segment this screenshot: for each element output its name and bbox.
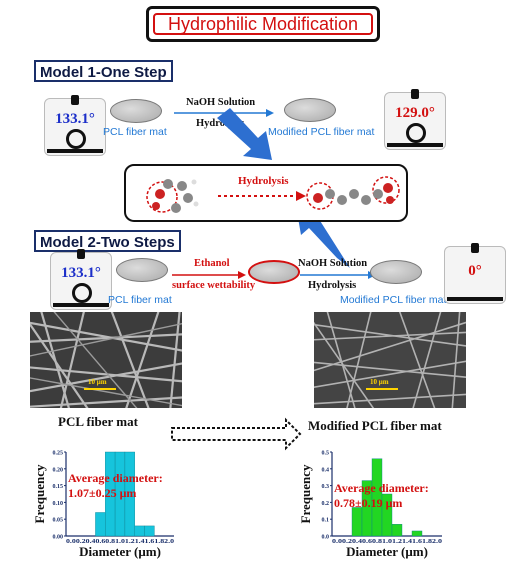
chart-annotation: Average diameter: bbox=[334, 481, 429, 495]
y-tick-label: 0.20 bbox=[53, 467, 64, 473]
y-axis-title: Frequency bbox=[32, 464, 47, 523]
wetted-mat-image bbox=[248, 260, 300, 284]
dotted-transfer-arrow bbox=[171, 417, 302, 451]
scale-bar bbox=[84, 388, 116, 390]
step2-arrow bbox=[300, 271, 376, 279]
histogram-bar bbox=[351, 507, 363, 537]
y-tick-label: 0.1 bbox=[322, 518, 330, 524]
step1-label-top: Ethanol bbox=[194, 258, 230, 269]
mat-label: Modified PCL fiber mat bbox=[340, 294, 447, 306]
contact-angle-value: 133.1° bbox=[55, 111, 95, 127]
y-tick-label: 0.15 bbox=[53, 484, 64, 490]
scale-bar bbox=[366, 388, 398, 390]
chart-annotation: Average diameter: bbox=[68, 471, 163, 485]
x-axis-title: Diameter (μm) bbox=[79, 544, 161, 559]
mat-label: PCL fiber mat bbox=[108, 294, 172, 306]
step1-arrow bbox=[172, 271, 246, 279]
scale-bar-label: 10 μm bbox=[88, 378, 107, 386]
y-tick-label: 0.10 bbox=[53, 501, 64, 507]
modified-mat-image bbox=[370, 260, 422, 284]
mat-label: Modified PCL fiber mat bbox=[268, 126, 375, 138]
y-tick-label: 0.05 bbox=[53, 518, 64, 524]
modified-mat-image bbox=[284, 98, 336, 122]
arrow-label-bottom: Hydrolysis bbox=[196, 118, 245, 129]
diameter-histogram-pcl: 0.00 0.05 0.10 0.15 0.20 0.25 0.00.20.40.60.81… bbox=[32, 451, 174, 559]
contact-angle-device-4: 0° bbox=[444, 243, 506, 304]
process-arrow bbox=[174, 109, 274, 117]
mechanism-box: Hydrolysis bbox=[124, 164, 408, 222]
sem-image-pcl: 10 μm bbox=[30, 312, 182, 408]
diameter-histogram-modified: 0.0 0.1 0.2 0.3 0.4 0.5 0.00.20.40.60.81.01.21… bbox=[298, 451, 442, 559]
step2-label-top: NaOH Solution bbox=[298, 258, 368, 269]
histogram-bar bbox=[411, 530, 423, 537]
y-tick-label: 0.2 bbox=[322, 501, 330, 507]
scale-bar-label: 10 μm bbox=[370, 378, 389, 386]
y-tick-label: 0.4 bbox=[322, 467, 330, 473]
histogram-bar bbox=[391, 524, 403, 537]
model2-heading: Model 2-Two Steps bbox=[34, 230, 181, 252]
contact-angle-device-3: 133.1° bbox=[50, 249, 112, 310]
y-axis-title: Frequency bbox=[298, 464, 313, 523]
contact-angle-value: 133.1° bbox=[61, 265, 101, 281]
y-tick-label: 0.00 bbox=[53, 535, 64, 541]
hydrolyzed-chain-molecule bbox=[306, 176, 400, 210]
step2-label-bottom: Hydrolysis bbox=[308, 280, 357, 291]
pcl-ring-molecule bbox=[146, 179, 199, 213]
x-axis-title: Diameter (μm) bbox=[346, 544, 428, 559]
sem-fibers bbox=[314, 312, 466, 408]
mechanism-label: Hydrolysis bbox=[238, 175, 289, 187]
y-tick-label: 0.5 bbox=[322, 451, 330, 457]
contact-angle-device-2: 129.0° bbox=[384, 89, 446, 150]
pcl-fiber-mat-image bbox=[116, 258, 168, 282]
figure-title: Hydrophilic Modification bbox=[153, 13, 373, 35]
sem-fibers bbox=[30, 312, 182, 408]
sem-caption: Modified PCL fiber mat bbox=[308, 418, 442, 433]
contact-angle-value: 0° bbox=[468, 263, 482, 279]
y-tick-label: 0.25 bbox=[53, 451, 64, 457]
chart-annotation: 1.07±0.25 μm bbox=[68, 486, 136, 500]
hydrolysis-scheme bbox=[146, 176, 400, 213]
histogram-bar bbox=[144, 525, 155, 537]
title-box: Hydrophilic Modification bbox=[146, 6, 380, 42]
pcl-fiber-mat-image bbox=[110, 99, 162, 123]
histogram-bar bbox=[95, 512, 106, 537]
contact-angle-device-1: 133.1° bbox=[44, 95, 106, 156]
down-arrow bbox=[217, 108, 272, 160]
y-tick-label: 0.3 bbox=[322, 484, 330, 490]
histogram-bar bbox=[124, 451, 135, 537]
chart-annotation: 0.78±0.19 μm bbox=[334, 496, 402, 510]
histogram-bar bbox=[381, 493, 393, 537]
sem-image-modified: 10 μm bbox=[314, 312, 466, 408]
x-tick-label: 0.00.20.40.60.81.01.21.41.61.82.0 bbox=[66, 539, 174, 545]
sem-caption: PCL fiber mat bbox=[58, 414, 138, 429]
arrow-label-top: NaOH Solution bbox=[186, 97, 256, 108]
y-tick-label: 0.0 bbox=[322, 535, 330, 541]
x-tick-label: 0.00.20.40.60.81.01.21.41.61.82.0 bbox=[332, 539, 442, 545]
mat-label: PCL fiber mat bbox=[103, 126, 167, 138]
step1-label-bottom: surface wettability bbox=[172, 280, 256, 291]
contact-angle-value: 129.0° bbox=[395, 105, 435, 121]
histogram-bar bbox=[134, 525, 145, 537]
model1-heading: Model 1-One Step bbox=[34, 60, 173, 82]
